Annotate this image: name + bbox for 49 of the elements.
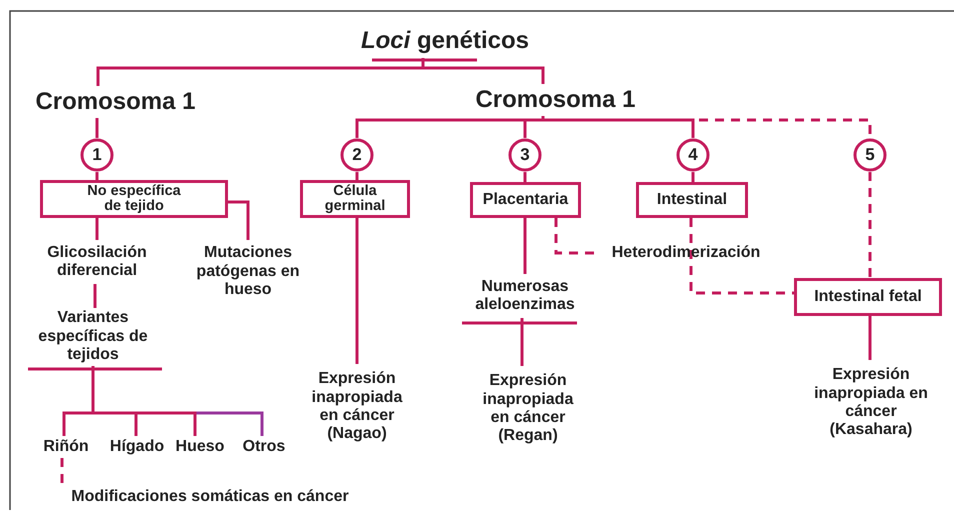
box-label: Intestinal xyxy=(656,192,728,208)
node-text: Modificaciones somáticas en cáncer xyxy=(71,488,349,506)
node-text: Expresión inapropiada en cáncer (Regan) xyxy=(482,372,574,446)
locus-number: 4 xyxy=(688,145,698,165)
node-text: Mutaciones patógenas en hueso xyxy=(195,244,301,300)
connector xyxy=(524,116,544,138)
dashed-connector xyxy=(868,172,872,278)
box-label: Placentaria xyxy=(482,192,568,208)
connector xyxy=(94,284,96,308)
box-label: Célula germinal xyxy=(324,184,386,214)
connector xyxy=(96,172,98,180)
node-text: Otros xyxy=(242,438,286,456)
node-text: Glicosilación diferencial xyxy=(46,244,148,280)
connector xyxy=(228,200,250,240)
dashed-connector xyxy=(60,458,64,486)
category-box xyxy=(636,182,748,218)
connector xyxy=(524,218,526,274)
node-text: Variantes específicas de tejidos xyxy=(37,309,149,365)
locus-number: 3 xyxy=(520,145,530,165)
connector xyxy=(542,116,694,138)
chromosome-heading: Cromosoma 1 xyxy=(35,88,196,116)
box-label: Intestinal fetal xyxy=(814,288,922,306)
title-text: Loci genéticos xyxy=(360,27,530,55)
dashed-connector xyxy=(690,218,794,294)
connector xyxy=(96,118,98,138)
connector xyxy=(96,218,98,240)
connector xyxy=(868,316,872,360)
node-text: Hueso xyxy=(176,438,224,456)
connector xyxy=(356,172,358,180)
connector xyxy=(692,172,694,182)
node-text: Expresión inapropiada en cáncer (Kasahara) xyxy=(813,366,929,440)
connector xyxy=(422,58,544,84)
category-box xyxy=(794,278,942,316)
connector xyxy=(356,218,358,364)
locus-number: 5 xyxy=(865,145,875,165)
node-text: Hígado xyxy=(110,438,164,456)
node-text: Heterodimerización xyxy=(612,244,760,262)
node-text: Expresión inapropiada en cáncer (Nagao) xyxy=(310,370,404,444)
category-box xyxy=(470,182,581,218)
box-label: No específica de tejido xyxy=(86,184,182,214)
locus-number: 1 xyxy=(92,145,102,165)
node-text: Riñón xyxy=(43,438,89,456)
chromosome-heading: Cromosoma 1 xyxy=(475,86,636,114)
node-text: Numerosas aleloenzimas xyxy=(474,278,576,314)
connector xyxy=(520,318,524,366)
category-box xyxy=(300,180,410,218)
category-box xyxy=(40,180,228,218)
locus-number: 2 xyxy=(352,145,362,165)
connector xyxy=(524,172,526,182)
